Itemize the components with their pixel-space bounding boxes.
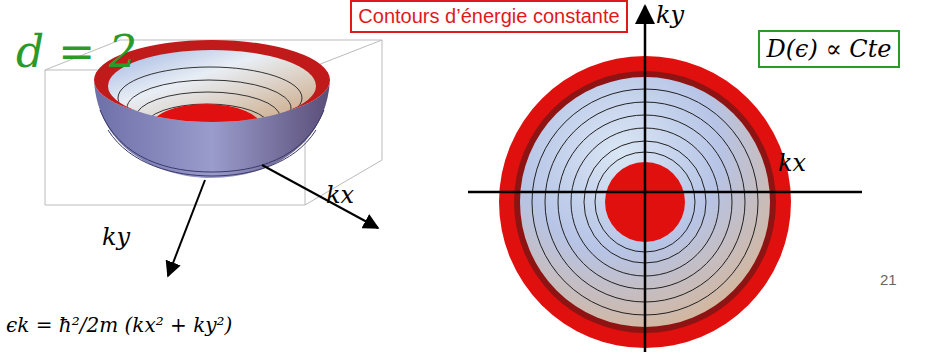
axis	[262, 165, 378, 228]
axis	[168, 180, 205, 276]
axis	[468, 191, 862, 194]
axis-label: ky	[656, 2, 684, 28]
axis-label: ky	[102, 224, 130, 250]
page-number: 21	[880, 272, 897, 289]
box-text: D(ϵ) ∝ Cte	[766, 35, 891, 63]
result-box: D(ϵ) ∝ Cte	[758, 30, 900, 68]
axis-label: kx	[778, 150, 806, 176]
axis-label: kx	[326, 182, 354, 208]
box-text: Contours d’énergie constante	[358, 5, 619, 28]
formula: ϵk = ħ²/2m (kx² + ky²)	[6, 314, 232, 336]
axis	[644, 6, 647, 352]
title-box: Contours d’énergie constante	[350, 0, 628, 33]
dimension-label: d = 2	[16, 28, 137, 76]
